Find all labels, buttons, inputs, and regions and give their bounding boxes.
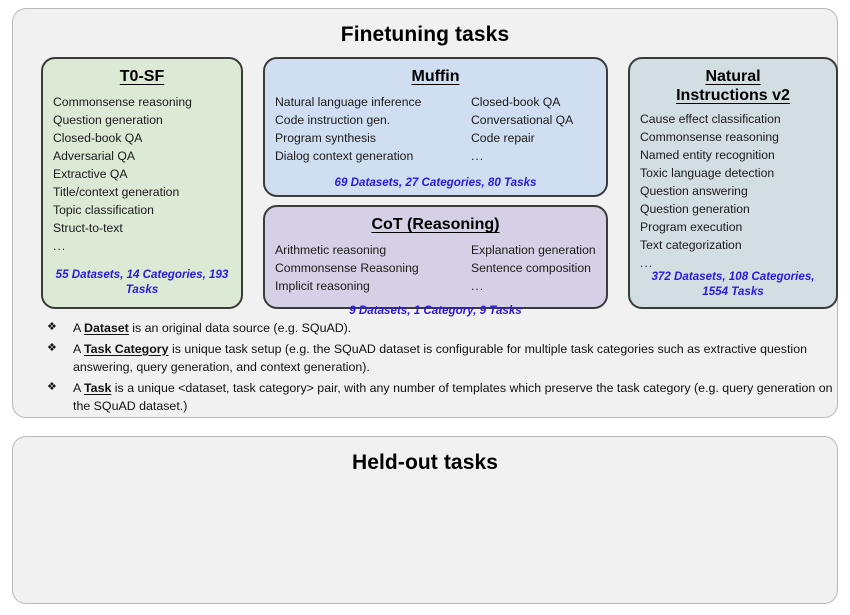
card-title-natural-instructions-v2: Natural Instructions v2: [640, 67, 826, 105]
definition-text: A Dataset is an original data source (e.…: [73, 319, 837, 338]
list-item: Explanation generation: [471, 243, 596, 258]
list-item: Dialog context generation: [275, 149, 414, 163]
diamond-bullet-icon: ❖: [47, 341, 57, 354]
task-list-column-right: Explanation generation Sentence composit…: [471, 242, 596, 296]
card-muffin: Muffin Natural language inference Code i…: [263, 57, 608, 197]
list-item: Code repair: [471, 131, 535, 146]
list-item-ellipsis: ...: [53, 238, 67, 253]
list-item: Text categorization: [640, 237, 742, 252]
list-item: Commonsense Reasoning: [275, 261, 419, 276]
definition-rest: is an original data source (e.g. SQuAD).: [128, 321, 352, 335]
diamond-bullet-icon: ❖: [47, 321, 57, 333]
list-item: Topic classification: [53, 202, 154, 217]
list-item: Program execution: [640, 220, 743, 234]
list-item: Closed-book QA: [471, 95, 561, 110]
list-item-ellipsis: ...: [640, 255, 654, 270]
definition-rest: is a unique <dataset, task category> pai…: [73, 380, 833, 414]
card-t0-sf: T0-SF Commonsense reasoning Question gen…: [41, 57, 243, 309]
definitions-list: ❖ A Dataset is an original data source (…: [47, 319, 837, 418]
task-list-column-right: Closed-book QA Conversational QA Code re…: [471, 94, 596, 166]
list-item: Commonsense reasoning: [640, 130, 779, 145]
task-list-column-left: Natural language inference Code instruct…: [275, 94, 471, 166]
list-item: Title/context generation: [53, 184, 180, 199]
list-item: Named entity recognition: [640, 148, 775, 163]
definition-text: A Task is a unique <dataset, task catego…: [73, 379, 837, 416]
list-item: Adversarial QA: [53, 149, 135, 163]
definition-rest: is unique task setup (e.g. the SQuAD dat…: [73, 341, 807, 375]
list-item: Question generation: [640, 202, 750, 217]
list-item: Struct-to-text: [53, 220, 123, 235]
card-title-muffin: Muffin: [411, 68, 460, 85]
task-list-column-left: Arithmetic reasoning Commonsense Reasoni…: [275, 242, 471, 296]
finetuning-tasks-panel: Finetuning tasks T0-SF Commonsense reaso…: [12, 8, 838, 418]
list-item: Closed-book QA: [53, 131, 143, 146]
list-item: Program synthesis: [275, 131, 376, 146]
task-list-natural-instructions-v2: Cause effect classification Commonsense …: [640, 111, 826, 272]
stat-line-natural-instructions-v2: 372 Datasets, 108 Categories, 1554 Tasks: [651, 269, 815, 298]
list-item: Sentence composition: [471, 261, 591, 276]
stat-line-muffin: 69 Datasets, 27 Categories, 80 Tasks: [334, 175, 537, 189]
card-title-line-2: Instructions v2: [676, 87, 790, 105]
list-item: Code instruction gen.: [275, 113, 391, 128]
definition-term: Dataset: [84, 321, 129, 335]
definition-item-dataset: ❖ A Dataset is an original data source (…: [47, 319, 837, 338]
list-item: Cause effect classification: [640, 112, 781, 127]
list-item: Question generation: [53, 113, 163, 128]
definition-item-task: ❖ A Task is a unique <dataset, task cate…: [47, 379, 837, 416]
card-cot-reasoning: CoT (Reasoning) Arithmetic reasoning Com…: [263, 205, 608, 317]
definition-term: Task: [84, 380, 112, 395]
card-title-cot-reasoning: CoT (Reasoning): [371, 216, 500, 233]
finetuning-panel-title: Finetuning tasks: [340, 23, 510, 46]
definition-item-task-category: ❖ A Task Category is unique task setup (…: [47, 340, 837, 377]
list-item: Natural language inference: [275, 95, 422, 110]
held-out-tasks-panel: Held-out tasks MMLU Abstract algebra Col…: [12, 436, 838, 604]
list-item: Conversational QA: [471, 113, 574, 128]
card-title-line-1: Natural: [705, 68, 761, 85]
stat-line-t0-sf: 55 Datasets, 14 Categories, 193 Tasks: [55, 267, 229, 296]
task-list-t0-sf: Commonsense reasoning Question generatio…: [53, 94, 231, 255]
task-list-muffin: Natural language inference Code instruct…: [275, 94, 596, 166]
task-list-cot-reasoning: Arithmetic reasoning Commonsense Reasoni…: [275, 242, 596, 296]
list-item: Extractive QA: [53, 166, 128, 181]
diamond-bullet-icon: ❖: [47, 380, 57, 393]
list-item: Question answering: [640, 184, 748, 199]
definition-lead: A: [73, 380, 85, 395]
list-item-ellipsis: ...: [471, 149, 485, 163]
list-item: Arithmetic reasoning: [275, 243, 387, 258]
list-item: Commonsense reasoning: [53, 95, 192, 110]
definition-lead: A: [73, 341, 85, 356]
definition-text: A Task Category is unique task setup (e.…: [73, 340, 837, 377]
definition-lead: A: [73, 321, 85, 335]
list-item-ellipsis: ...: [471, 279, 485, 294]
list-item: Toxic language detection: [640, 166, 775, 181]
card-title-t0-sf: T0-SF: [119, 68, 165, 85]
definition-term: Task Category: [84, 341, 169, 356]
stat-line-cot-reasoning: 9 Datasets, 1 Category, 9 Tasks: [349, 304, 522, 317]
card-natural-instructions-v2: Natural Instructions v2 Cause effect cla…: [628, 57, 838, 309]
held-out-panel-title: Held-out tasks: [351, 451, 499, 474]
list-item: Implicit reasoning: [275, 279, 370, 294]
